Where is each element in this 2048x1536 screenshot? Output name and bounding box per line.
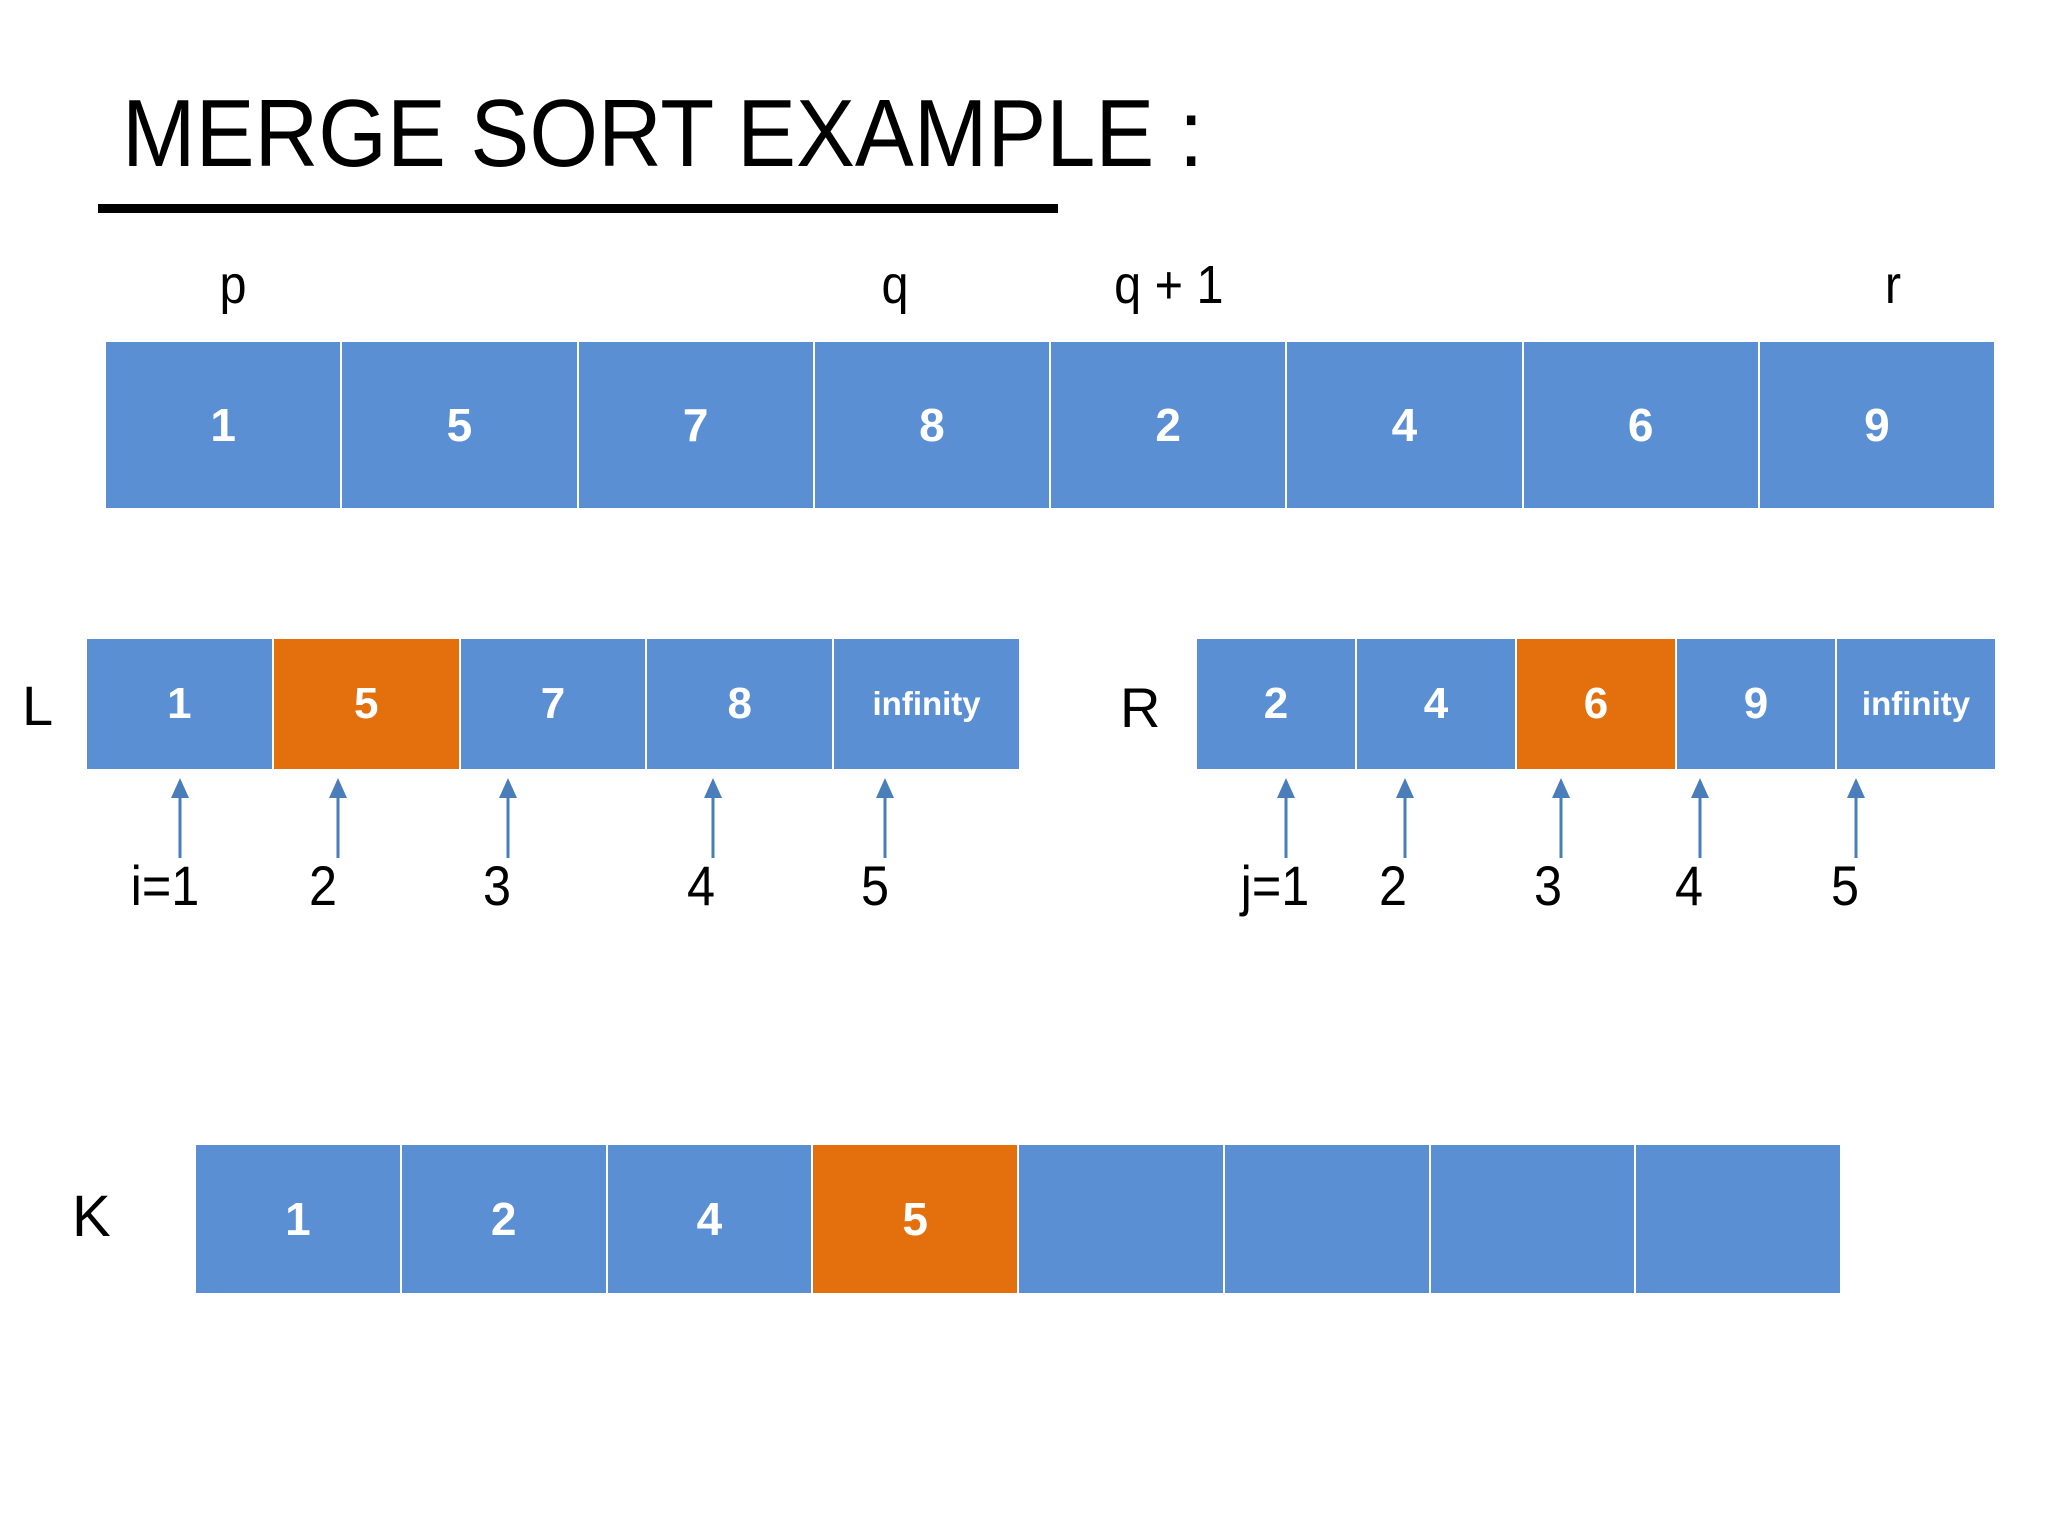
left-index-arrow xyxy=(495,778,521,858)
left-array-cell[interactable]: 5 xyxy=(272,638,460,770)
left-array: 1 5 7 8 infinity xyxy=(86,638,1020,770)
left-index-label: 3 xyxy=(482,854,512,917)
right-index-label: j=1 xyxy=(1240,854,1310,917)
right-index-arrow xyxy=(1843,778,1869,858)
left-array-cell-infinity[interactable]: infinity xyxy=(833,638,1020,770)
left-index-label: 5 xyxy=(860,854,890,917)
right-index-label: 4 xyxy=(1674,854,1704,917)
boundary-label-q: q xyxy=(881,255,909,315)
main-array-cell[interactable]: 1 xyxy=(105,341,342,509)
left-index-label: 4 xyxy=(686,854,716,917)
right-index-arrow xyxy=(1273,778,1299,858)
boundary-label-p: p xyxy=(219,255,247,315)
right-array: 2 4 6 9 infinity xyxy=(1196,638,1996,770)
left-index-arrow xyxy=(167,778,193,858)
right-array-cell[interactable]: 4 xyxy=(1356,638,1516,770)
left-index-arrow xyxy=(872,778,898,858)
right-index-arrow xyxy=(1548,778,1574,858)
output-array-cell-empty[interactable] xyxy=(1429,1144,1636,1294)
main-array: 1 5 7 8 2 4 6 9 xyxy=(105,341,1995,509)
main-array-cell[interactable]: 6 xyxy=(1522,341,1759,509)
output-array-cell-empty[interactable] xyxy=(1018,1144,1224,1294)
main-array-cell[interactable]: 4 xyxy=(1286,341,1523,509)
right-index-label: 5 xyxy=(1830,854,1860,917)
right-array-cell[interactable]: 9 xyxy=(1676,638,1836,770)
right-index-arrow xyxy=(1687,778,1713,858)
right-array-cell[interactable]: 2 xyxy=(1196,638,1356,770)
left-array-cell[interactable]: 8 xyxy=(646,638,834,770)
left-array-cell[interactable]: 7 xyxy=(459,638,647,770)
page-title: MERGE SORT EXAMPLE : xyxy=(122,80,1204,187)
title-block: MERGE SORT EXAMPLE : xyxy=(98,80,1422,222)
left-array-label: L xyxy=(22,674,54,737)
left-index-arrow xyxy=(325,778,351,858)
main-array-cell[interactable]: 8 xyxy=(813,341,1050,509)
right-array-label: R xyxy=(1120,676,1161,739)
output-array-cell[interactable]: 5 xyxy=(812,1144,1018,1294)
right-index-label: 3 xyxy=(1533,854,1563,917)
title-underline xyxy=(98,204,1058,213)
output-array-cell[interactable]: 4 xyxy=(606,1144,813,1294)
right-index-arrow xyxy=(1392,778,1418,858)
left-index-label: 2 xyxy=(308,854,338,917)
output-array-label: K xyxy=(72,1184,111,1249)
left-index-label: i=1 xyxy=(130,854,200,917)
boundary-label-r: r xyxy=(1884,255,1902,315)
main-array-cell[interactable]: 2 xyxy=(1050,341,1287,509)
output-array-cell[interactable]: 2 xyxy=(400,1144,607,1294)
boundary-label-q-plus-1: q + 1 xyxy=(1114,255,1224,315)
main-array-cell[interactable]: 7 xyxy=(577,341,814,509)
output-array-cell-empty[interactable] xyxy=(1223,1144,1430,1294)
output-array-cell[interactable]: 1 xyxy=(195,1144,401,1294)
output-array-cell-empty[interactable] xyxy=(1635,1144,1841,1294)
main-array-cell[interactable]: 5 xyxy=(341,341,578,509)
left-array-cell[interactable]: 1 xyxy=(86,638,273,770)
output-array: 1 2 4 5 xyxy=(195,1144,1841,1294)
right-array-cell-infinity[interactable]: infinity xyxy=(1836,638,1996,770)
main-array-cell[interactable]: 9 xyxy=(1758,341,1995,509)
right-index-label: 2 xyxy=(1378,854,1408,917)
right-array-cell[interactable]: 6 xyxy=(1516,638,1676,770)
left-index-arrow xyxy=(700,778,726,858)
